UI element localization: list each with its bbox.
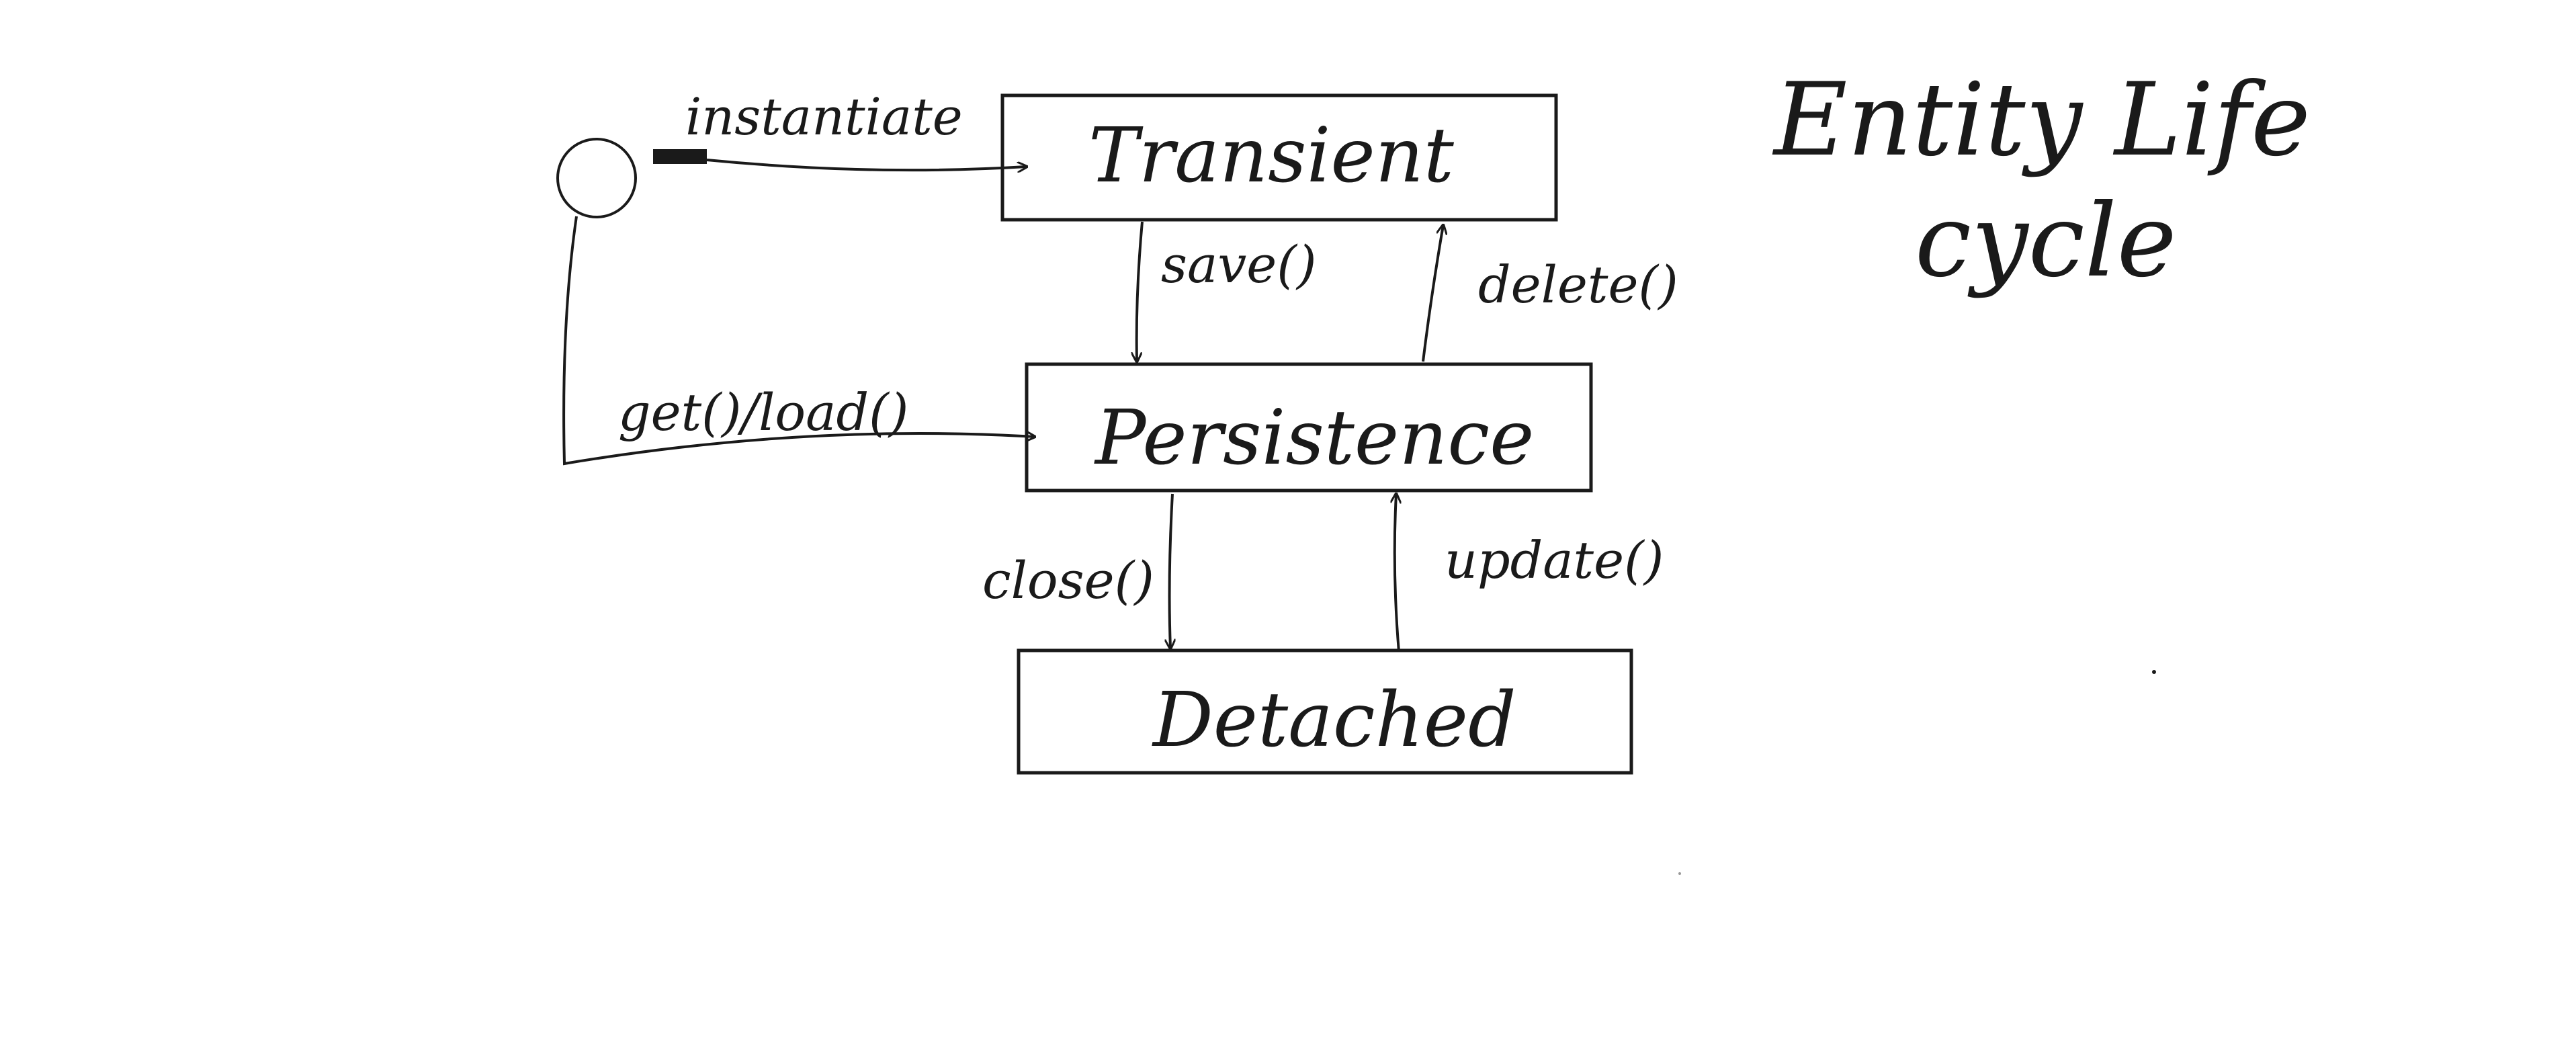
state-persistence-label: Persistence: [1094, 394, 1534, 482]
instantiate-label: instantiate: [685, 87, 963, 146]
save-label: save(): [1161, 235, 1317, 294]
diagram-title-line1: Entity Life: [1772, 62, 2311, 179]
stray-dot: [1678, 872, 1681, 875]
delete-label: delete(): [1478, 255, 1678, 314]
state-detached-box: [1017, 648, 1633, 775]
instantiate-arrow: [706, 159, 1027, 170]
update-label: update(): [1445, 530, 1664, 590]
state-detached-label: Detached: [1152, 677, 1516, 764]
state-transient-label: Transient: [1088, 112, 1455, 200]
save-arrow: [1137, 221, 1144, 362]
get-load-arrow: [562, 216, 1035, 466]
state-persistence-box: [1025, 362, 1593, 493]
stray-dot: [2152, 670, 2156, 674]
diagram-title-line2: cycle: [1915, 183, 2177, 300]
delete-arrow: [1422, 225, 1443, 362]
get-load-label: get()/load(): [618, 382, 908, 442]
state-transient-box: [1000, 93, 1558, 222]
pen-mark: [653, 149, 707, 164]
close-arrow: [1170, 493, 1172, 648]
initial-node: [556, 138, 637, 218]
update-arrow: [1395, 494, 1399, 652]
close-label: close(): [982, 550, 1154, 610]
